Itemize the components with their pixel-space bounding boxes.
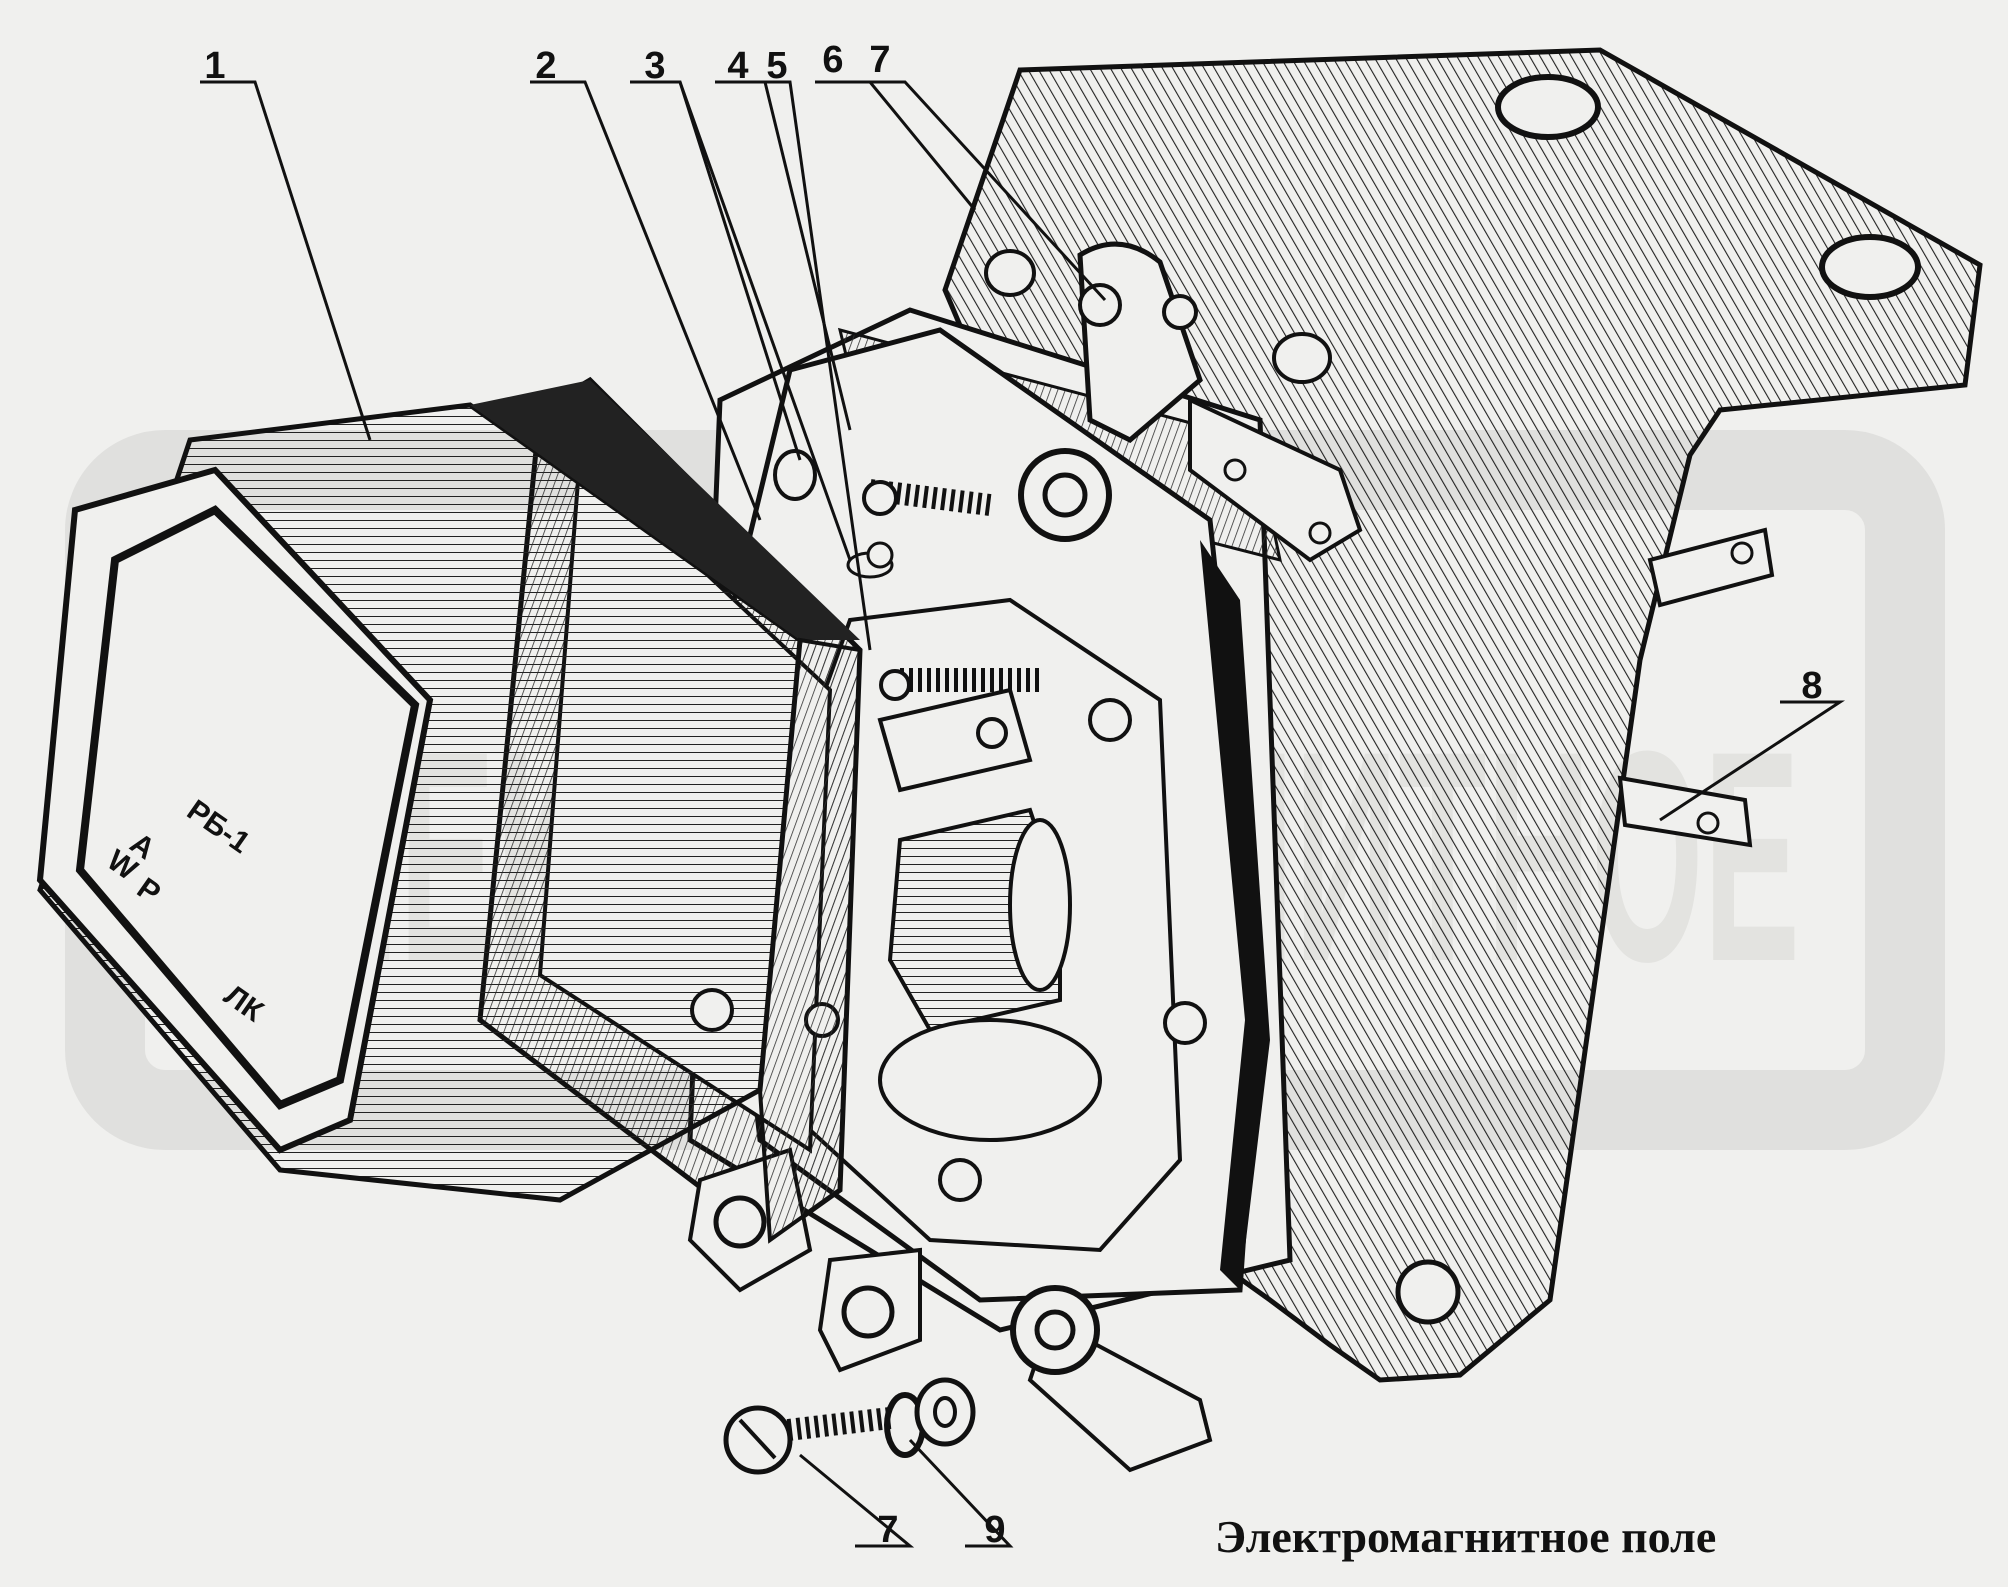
plate-screw [1088, 698, 1132, 742]
top-terminal-nut [1018, 241, 1363, 563]
callout-3: 3 [644, 45, 665, 87]
bracket-rivet [984, 249, 1036, 297]
callout-5: 5 [766, 45, 787, 87]
bracket-hole [1819, 234, 1921, 300]
bracket-hole [1395, 1259, 1461, 1325]
bracket-hole [1495, 74, 1601, 140]
adjusting-screw-head [862, 480, 898, 516]
diagram-caption: Электромагнитное поле [1215, 1511, 1716, 1562]
leader-lines [200, 80, 1846, 1548]
callout-2: 2 [535, 45, 556, 87]
callout-4: 4 [727, 45, 748, 87]
loose-screw-and-washer [723, 1377, 976, 1475]
callout-8: 8 [1801, 665, 1822, 707]
callout-9: 9 [984, 1509, 1005, 1551]
plate-screw [938, 1158, 982, 1202]
callout-6: 6 [822, 39, 843, 81]
regulator-cover: РБ-1 А W Р ЛК [36, 380, 863, 1244]
relay-coil [878, 807, 1102, 1142]
callout-7-top: 7 [869, 39, 890, 81]
adjusting-springs [773, 449, 1040, 701]
bottom-terminal-lugs [687, 1147, 1213, 1473]
callout-1: 1 [204, 45, 225, 87]
callout-numbers: 1 2 3 4 5 6 7 8 7 9 [204, 39, 1822, 1551]
relay-plate [707, 327, 1270, 1303]
callout-7-bottom: 7 [877, 1509, 898, 1551]
bracket-rivet [1272, 332, 1332, 384]
plate-screw [1163, 1001, 1207, 1045]
